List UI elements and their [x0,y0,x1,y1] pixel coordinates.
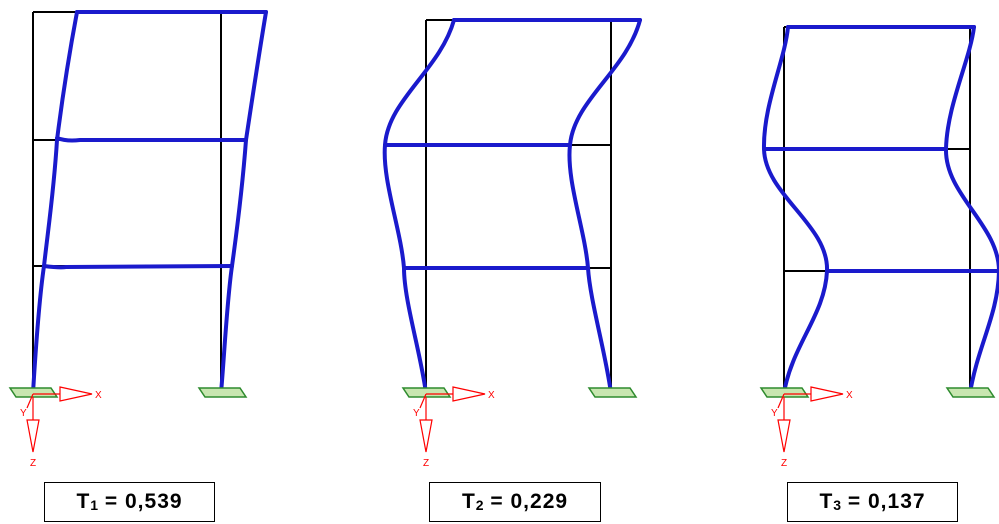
y-axis-label: Y [20,408,27,419]
axis-triad-3 [777,386,844,453]
x-axis-arrow-icon [810,386,844,402]
x-axis-label: X [95,390,102,401]
support-left [401,387,452,398]
y-axis-label: Y [771,408,778,419]
period-symbol: T [461,490,476,513]
mode-2-shape [382,18,642,395]
z-axis-label: Z [423,458,429,469]
z-axis-arrow-icon [26,419,40,453]
mode-2-panel: X Y Z [382,18,642,469]
z-axis-arrow-icon [419,419,433,453]
support-right [945,387,996,398]
y-axis-label: Y [413,408,420,419]
period-value: = 0,137 [847,490,926,513]
y-axis-shaft [419,393,427,409]
x-axis-arrow-icon [452,386,486,402]
mode-1-undeformed-frame [32,11,222,393]
support-left [8,387,59,398]
y-axis-shaft [26,393,34,409]
x-axis-label: X [488,390,495,401]
left-column-deformed [31,10,79,395]
floor-2-beam-deformed [55,136,248,143]
left-column-deformed [761,25,830,395]
support-left [759,387,810,398]
mode-3-panel: X Y Z [759,25,999,469]
mode-3-undeformed-frame [783,26,971,393]
z-axis-label: Z [781,458,787,469]
x-axis-arrow-icon [59,386,93,402]
x-axis-label: X [846,390,853,401]
right-column-deformed [943,25,999,395]
period-symbol: T [76,490,91,513]
axis-triad-1 [26,386,93,453]
z-axis-label: Z [30,458,36,469]
period-value: = 0,229 [490,490,569,513]
right-column-deformed [219,10,268,395]
mode-1-shape [31,10,268,395]
z-axis-arrow-icon [777,419,791,453]
left-column-deformed [382,18,456,395]
period-value: = 0,539 [104,490,183,513]
mode-2-undeformed-frame [425,19,612,393]
y-axis-shaft [777,393,785,409]
right-column-deformed [567,18,642,395]
floor-1-beam-deformed [42,264,234,270]
mode-1-panel: X Y Z [8,10,268,469]
support-right [197,387,248,398]
period-symbol: T [819,490,834,513]
mode-3-shape [761,25,999,395]
axis-triad-2 [419,386,486,453]
support-right [587,387,638,398]
